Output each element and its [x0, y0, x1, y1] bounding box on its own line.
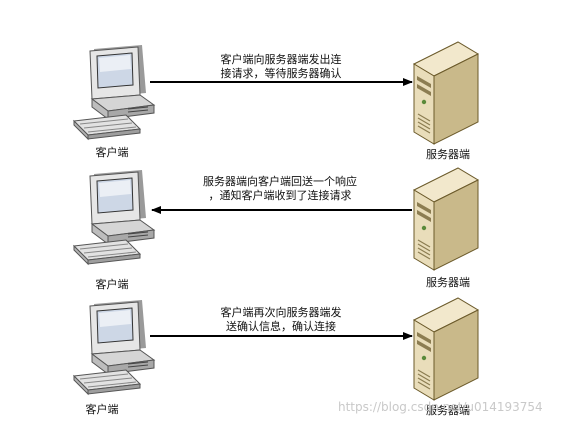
- client-computer-icon: [73, 169, 155, 265]
- server-icon: [413, 41, 479, 145]
- step-3-message: 客户端再次向服务器端发 送确认信息，确认连接: [196, 306, 366, 334]
- step-1-message-line1: 客户端向服务器端发出连: [220, 53, 342, 66]
- client-label: 客户端: [95, 146, 129, 159]
- watermark: https://blog.csdn.net/u014193754: [338, 400, 543, 414]
- step-1-message-line2: 接请求，等待服务器确认: [220, 67, 342, 80]
- step-2-message-line2: ，通知客户端收到了连接请求: [208, 189, 352, 202]
- server-label: 服务器端: [426, 404, 470, 417]
- client-computer-icon: [73, 299, 155, 395]
- server-label: 服务器端: [426, 148, 470, 161]
- server-label: 服务器端: [426, 276, 470, 289]
- client-label: 客户端: [95, 278, 129, 291]
- step-3-message-line1: 客户端再次向服务器端发: [220, 306, 342, 319]
- client-label: 客户端: [85, 403, 119, 416]
- step-2-message-line1: 服务器端向客户端回送一个响应: [203, 175, 357, 188]
- step-1-message: 客户端向服务器端发出连 接请求，等待服务器确认: [196, 53, 366, 81]
- server-icon: [413, 297, 479, 401]
- client-computer-icon: [73, 44, 155, 140]
- server-icon: [413, 167, 479, 271]
- step-3-message-line2: 送确认信息，确认连接: [226, 320, 336, 333]
- step-2-message: 服务器端向客户端回送一个响应 ，通知客户端收到了连接请求: [185, 175, 375, 203]
